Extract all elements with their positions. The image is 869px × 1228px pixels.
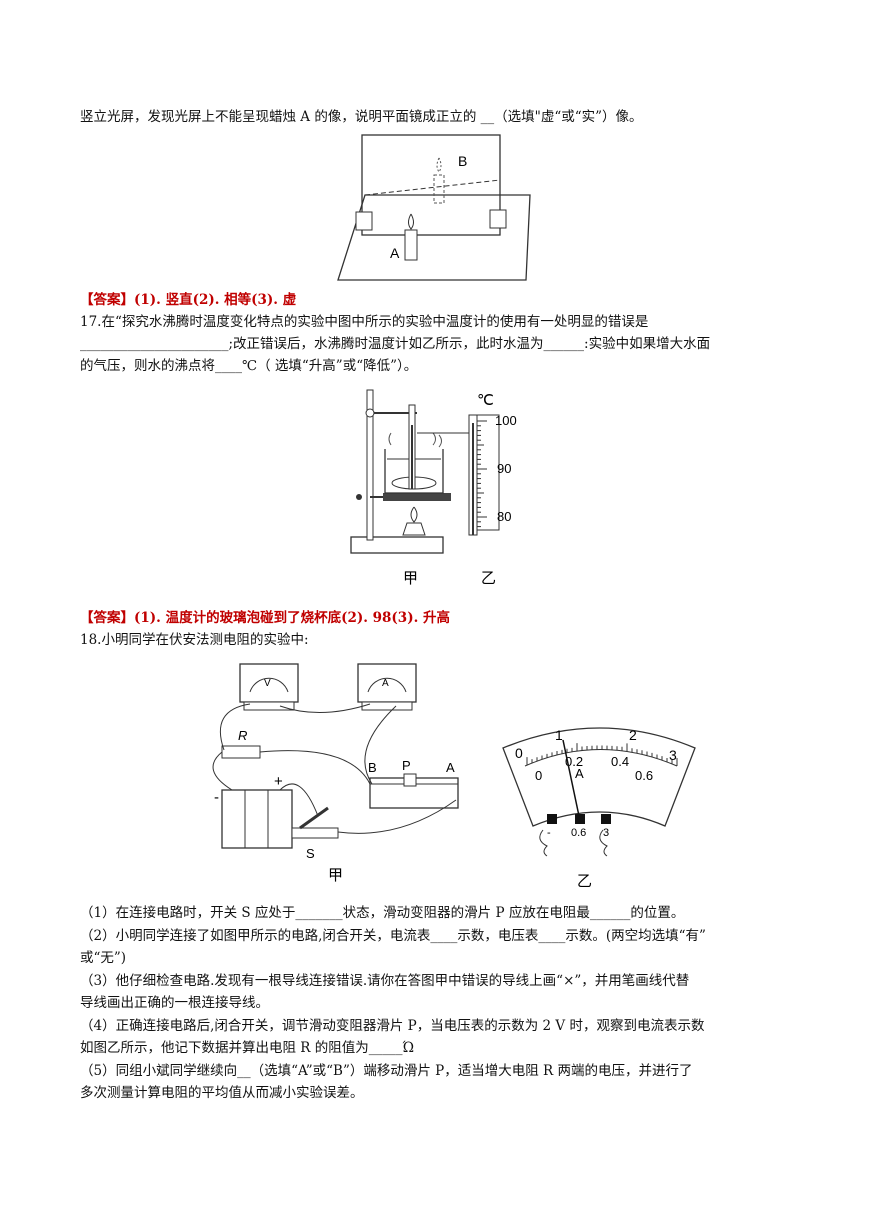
q18-part2-a: （2）小明同学连接了如图甲所示的电路,闭合开关，电流表____示数，电压表___…	[80, 928, 706, 944]
terminal-3: 3	[603, 827, 609, 839]
caption-yi-dial: 乙	[577, 873, 592, 890]
ammeter-symbol: A	[382, 678, 389, 689]
dial-top-1: 1	[555, 727, 563, 743]
thermo-tick-80: 80	[497, 509, 511, 524]
boiling-apparatus-figure: ℃ 100 90 80 甲 乙	[350, 389, 517, 587]
label-s: S	[306, 846, 315, 861]
q18-part1: （1）在连接电路时，开关 S 应处于_______状态，滑动变阻器的滑片 P 应…	[80, 905, 685, 921]
voltmeter-symbol: V	[264, 678, 271, 689]
dial-top-3: 3	[669, 747, 677, 763]
label-minus: -	[214, 789, 219, 806]
label-a: A	[390, 245, 400, 261]
dial-bottom-2: 0.4	[611, 754, 629, 769]
q17-line-1: 17.在“探究水沸腾时温度变化特点的实验中图中所示的实验中温度计的使用有一处明显…	[80, 314, 649, 330]
q18-part3-a: （3）他仔细检查电路.发现有一根导线连接错误.请你在答图甲中错误的导线上画“×”…	[80, 973, 690, 989]
dial-top-0: 0	[515, 745, 523, 761]
q16-text-line: 竖立光屏，发现光屏上不能呈现蜡烛 A 的像，说明平面镜成正立的 __（选填"虚“…	[80, 109, 643, 125]
caption-jia: 甲	[403, 570, 418, 587]
thermo-unit: ℃	[477, 392, 494, 409]
q18-intro: 18.小明同学在伏安法测电阻的实验中:	[80, 632, 309, 648]
label-b: B	[458, 153, 467, 169]
terminal-06: 0.6	[571, 827, 586, 839]
label-b-terminal: B	[368, 760, 377, 775]
q17-line-3: 的气压，则水的沸点将____℃（ 选填“升高”或“降低”）。	[80, 358, 418, 374]
mirror-candle-figure: B A	[337, 134, 531, 281]
caption-yi: 乙	[481, 570, 496, 587]
ammeter-dial-figure: 0 1 2 3 0 0.2 0.4 0.6 A - 0.6 3 乙	[502, 727, 696, 890]
dial-top-2: 2	[629, 727, 637, 743]
label-r: R	[238, 728, 247, 743]
q18-part3-b: 导线画出正确的一根连接导线。	[80, 995, 269, 1011]
q18-part2-b: 或“无”)	[80, 950, 127, 966]
label-plus: +	[274, 773, 283, 790]
dial-unit: A	[575, 766, 584, 781]
q18-part5-b: 多次测量计算电阻的平均值从而减小实验误差。	[80, 1085, 364, 1101]
thermo-tick-90: 90	[497, 461, 511, 476]
q18-part4-a: （4）正确连接电路后,闭合开关，调节滑动变阻器滑片 P，当电压表的示数为 2 V…	[80, 1018, 705, 1034]
caption-jia-circuit: 甲	[328, 867, 343, 884]
q17-answer: 【答案】(1). 温度计的玻璃泡碰到了烧杯底(2). 98(3). 升高	[80, 610, 450, 626]
dial-bottom-0: 0	[535, 768, 542, 783]
dial-bottom-1: 0.2	[565, 754, 583, 769]
label-p-slider: P	[402, 758, 411, 773]
label-a-terminal: A	[446, 760, 455, 775]
q16-answer: 【答案】(1). 竖直(2). 相等(3). 虚	[80, 292, 297, 308]
circuit-figure: V A R - + S B P A 甲	[212, 663, 459, 884]
q17-line-2: ______________________;改正错误后，水沸腾时温度计如乙所示…	[80, 336, 711, 352]
q18-part4-b: 如图乙所示，他记下数据并算出电阻 R 的阻值为_____Ώ	[80, 1040, 415, 1056]
dial-bottom-3: 0.6	[635, 768, 653, 783]
terminal-minus: -	[547, 827, 551, 839]
thermo-tick-100: 100	[495, 413, 517, 428]
q18-part5-a: （5）同组小斌同学继续向__（选填“A”或“B”）端移动滑片 P，适当增大电阻 …	[80, 1063, 693, 1079]
